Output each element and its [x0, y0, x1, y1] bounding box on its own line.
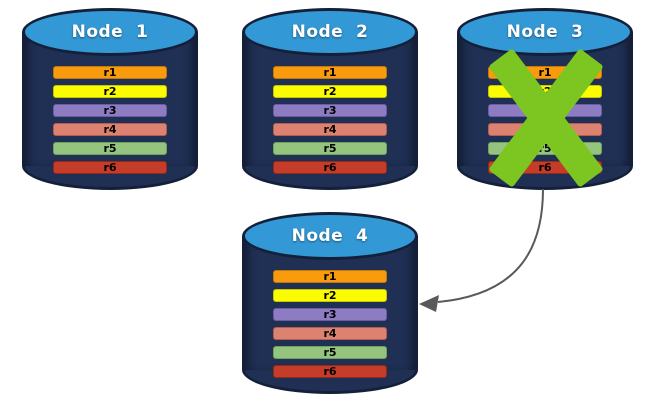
replica-label: r6: [103, 161, 117, 174]
node-1: Node 1 r1 r2 r3 r4 r5 r6: [22, 8, 198, 190]
replica-bar-r4: r4: [273, 327, 387, 340]
cylinder-top: Node 2: [242, 8, 418, 56]
replica-bar-r1: r1: [53, 66, 167, 79]
replica-bar-r3: r3: [273, 104, 387, 117]
node-title: Node 2: [291, 22, 369, 42]
replica-label: r1: [103, 66, 117, 79]
replica-label: r1: [538, 66, 552, 79]
replica-bar-r1: r1: [273, 66, 387, 79]
replica-bar-r2: r2: [273, 289, 387, 302]
replica-bar-r4: r4: [53, 123, 167, 136]
replica-bar-r2: r2: [488, 85, 602, 98]
replica-label: r3: [538, 104, 552, 117]
node-title: Node 3: [506, 22, 584, 42]
replica-label: r2: [103, 85, 117, 98]
replica-label: r5: [323, 346, 337, 359]
replica-bar-r5: r5: [53, 142, 167, 155]
replica-bar-r2: r2: [273, 85, 387, 98]
replica-label: r3: [103, 104, 117, 117]
replica-label: r6: [323, 161, 337, 174]
replica-label: r1: [323, 270, 337, 283]
replica-bar-r2: r2: [53, 85, 167, 98]
replica-bar-r4: r4: [273, 123, 387, 136]
replica-label: r2: [538, 85, 552, 98]
replica-bar-r1: r1: [488, 66, 602, 79]
cylinder-top: Node 4: [242, 212, 418, 260]
replica-label: r5: [103, 142, 117, 155]
replica-label: r6: [538, 161, 552, 174]
replica-bar-r3: r3: [273, 308, 387, 321]
node-title: Node 1: [71, 22, 149, 42]
node-2: Node 2 r1 r2 r3 r4 r5 r6: [242, 8, 418, 190]
replica-label: r2: [323, 85, 337, 98]
replica-label: r3: [323, 308, 337, 321]
arrow-curve: [437, 188, 544, 303]
replica-label: r5: [538, 142, 552, 155]
replica-bar-r6: r6: [488, 161, 602, 174]
replica-label: r4: [103, 123, 117, 136]
replica-bar-r5: r5: [273, 346, 387, 359]
replica-bar-r6: r6: [273, 161, 387, 174]
replica-label: r2: [323, 289, 337, 302]
replica-bar-r4: r4: [488, 123, 602, 136]
replica-bar-r6: r6: [273, 365, 387, 378]
replica-bar-r6: r6: [53, 161, 167, 174]
replica-label: r4: [323, 123, 337, 136]
cylinder-top: Node 1: [22, 8, 198, 56]
node-4: Node 4 r1 r2 r3 r4 r5 r6: [242, 212, 418, 394]
node-title: Node 4: [291, 226, 369, 246]
node-3: Node 3 r1 r2 r3 r4 r5 r6: [457, 8, 633, 190]
replica-bar-r1: r1: [273, 270, 387, 283]
replica-bar-r5: r5: [488, 142, 602, 155]
replica-label: r4: [538, 123, 552, 136]
arrow-head-icon: [419, 295, 439, 312]
replica-label: r1: [323, 66, 337, 79]
replica-bar-r3: r3: [53, 104, 167, 117]
cylinder-top: Node 3: [457, 8, 633, 56]
replica-label: r3: [323, 104, 337, 117]
replica-bar-r5: r5: [273, 142, 387, 155]
replica-bar-r3: r3: [488, 104, 602, 117]
replica-label: r6: [323, 365, 337, 378]
replica-label: r4: [323, 327, 337, 340]
replica-label: r5: [323, 142, 337, 155]
